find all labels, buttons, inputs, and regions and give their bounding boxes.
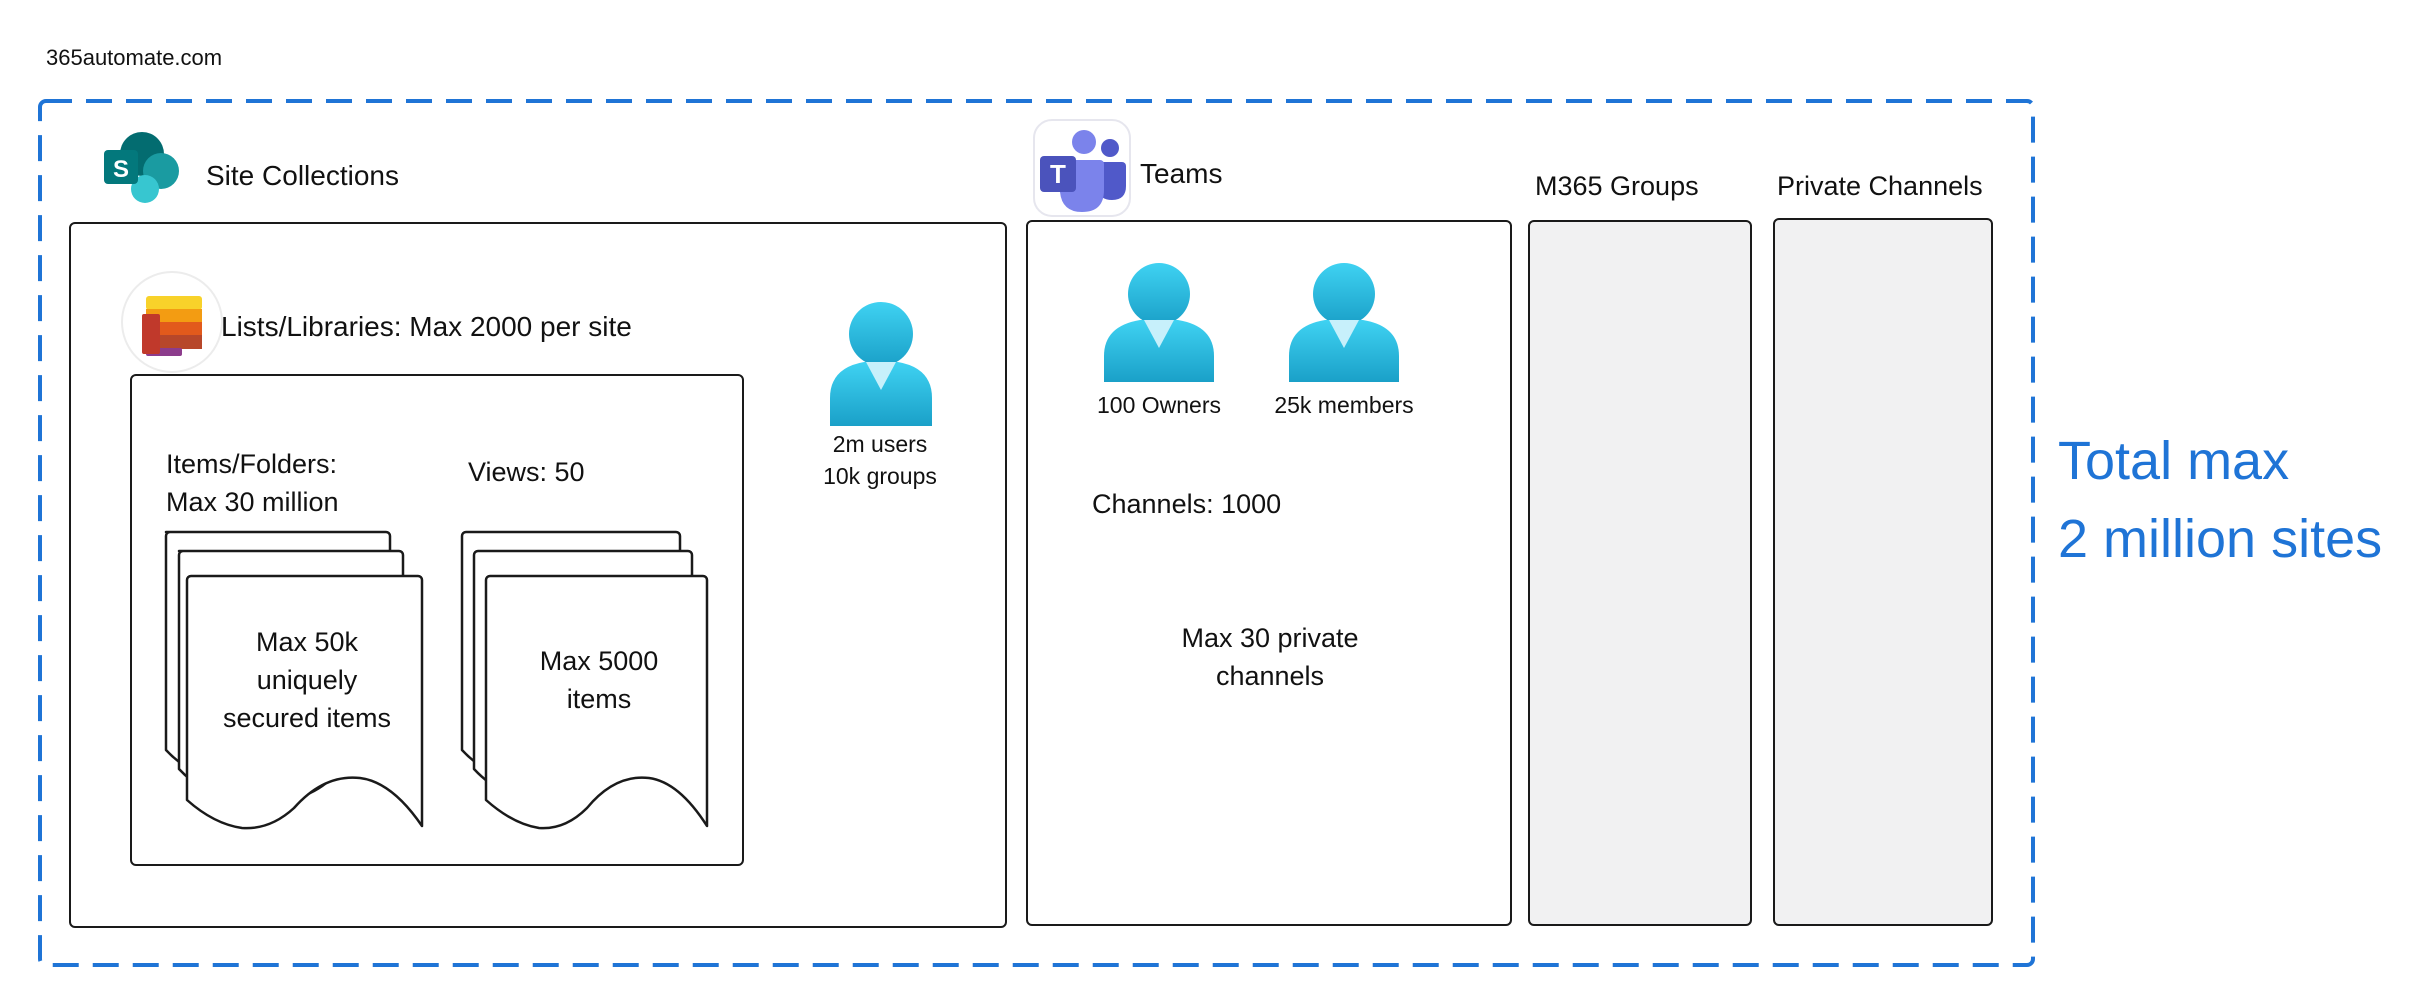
- m365-groups-panel: [1528, 220, 1752, 926]
- items-folders-max: Max 30 million: [166, 487, 339, 517]
- lists-libraries-label: Lists/Libraries: Max 2000 per site: [221, 311, 632, 342]
- items-doc-line3: secured items: [222, 703, 392, 733]
- items-folders-label: Items/Folders:: [166, 449, 338, 479]
- members-label: 25k members: [1274, 392, 1414, 418]
- channels-doc-line1: Max 30 private: [1181, 623, 1359, 653]
- sharepoint-icon: S: [100, 128, 182, 206]
- owners-person-icon: [1100, 262, 1218, 382]
- site-collections-title: Site Collections: [206, 160, 399, 191]
- users-person-icon: [822, 300, 940, 426]
- members-person-icon: [1285, 262, 1403, 382]
- private-channels-panel: [1773, 218, 1993, 926]
- svg-text:S: S: [113, 156, 129, 183]
- brand-text: 365automate.com: [46, 45, 223, 70]
- total-max-line2: 2 million sites: [2058, 509, 2383, 569]
- owners-label: 100 Owners: [1096, 392, 1221, 418]
- total-max-line1: Total max: [2058, 431, 2290, 491]
- channels-label: Channels: 1000: [1092, 489, 1282, 519]
- groups-count: 10k groups: [823, 463, 937, 489]
- views-doc-line1: Max 5000: [539, 646, 659, 676]
- views-label: Views: 50: [468, 457, 585, 487]
- m365-groups-title: M365 Groups: [1535, 171, 1699, 201]
- teams-panel: [1026, 220, 1512, 926]
- views-doc-line2: items: [566, 684, 632, 714]
- users-count: 2m users: [832, 431, 928, 457]
- teams-title: Teams: [1140, 158, 1223, 189]
- private-channels-title: Private Channels: [1777, 171, 1983, 201]
- channels-doc-line2: channels: [1215, 661, 1325, 691]
- svg-text:T: T: [1050, 159, 1066, 189]
- items-doc-line2: uniquely: [256, 665, 358, 695]
- lists-icon: [120, 270, 224, 374]
- items-doc-line1: Max 50k: [255, 627, 359, 657]
- teams-icon: T: [1032, 118, 1132, 218]
